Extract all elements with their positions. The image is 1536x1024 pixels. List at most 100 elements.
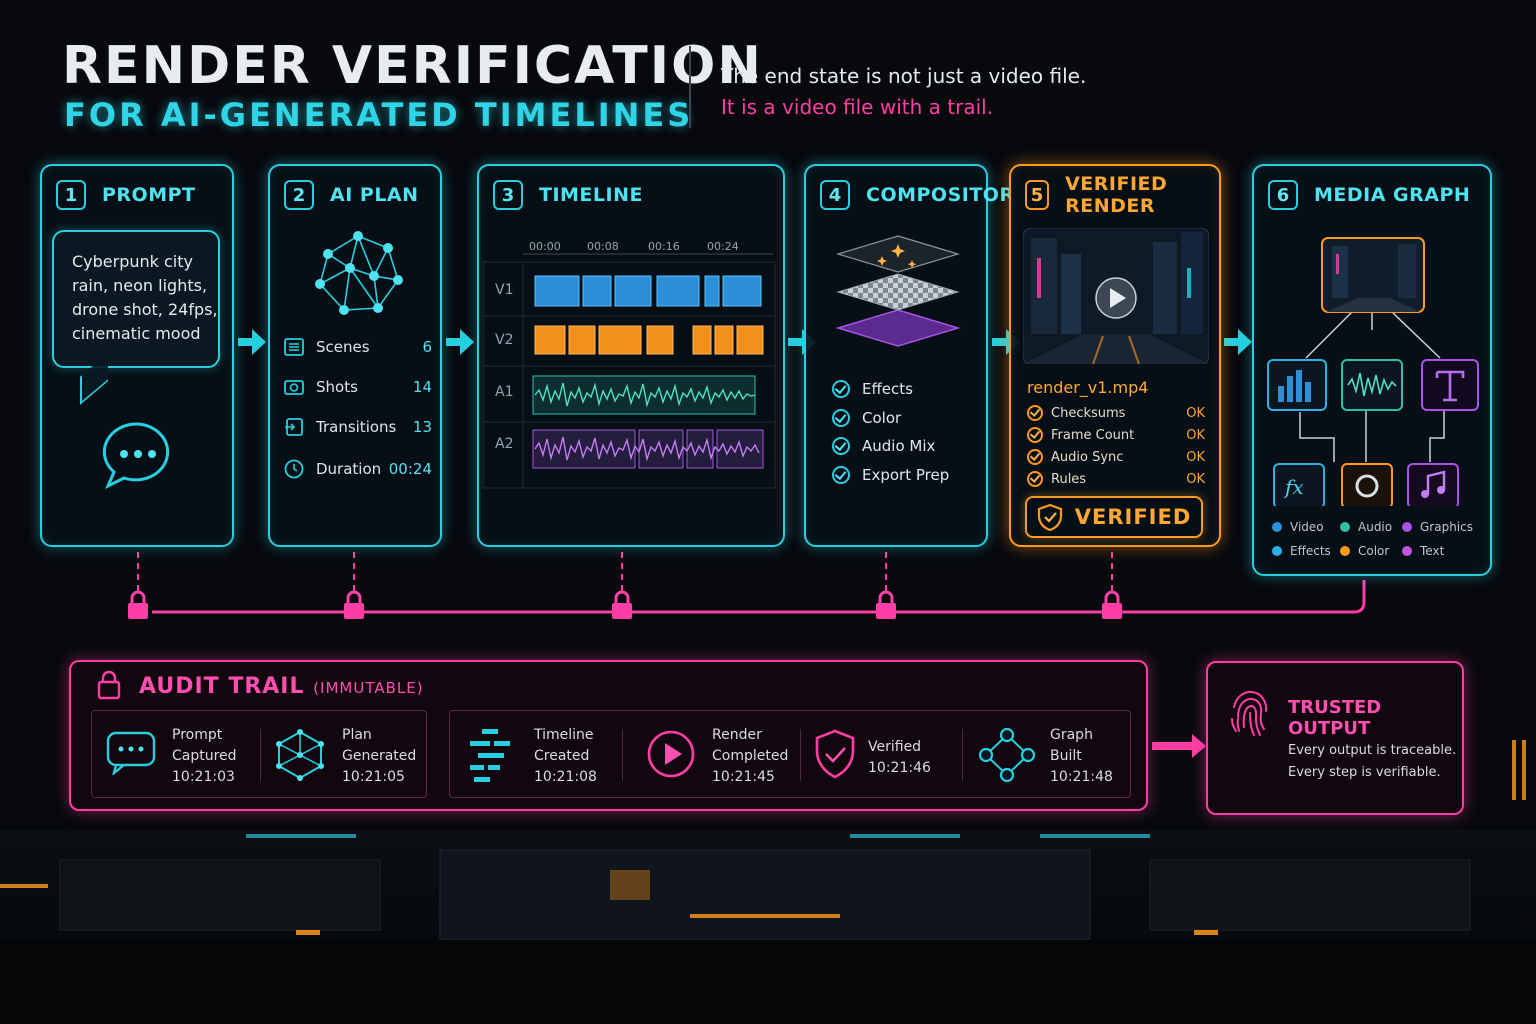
- plan-stat-transitions: Transitions 13: [284, 415, 432, 439]
- list-icon: [284, 338, 304, 356]
- shield-check-icon: [1037, 503, 1062, 531]
- title-divider: [689, 46, 691, 128]
- event-label: Timeline: [534, 727, 594, 743]
- timecode: 00:24: [707, 240, 739, 253]
- audit-event-verified[interactable]: Verified 10:21:46: [800, 711, 960, 799]
- event-separator: [622, 729, 623, 781]
- play-circle-icon: [647, 730, 695, 778]
- step-title: MEDIA GRAPH: [1314, 184, 1471, 206]
- clock-icon: [284, 459, 304, 479]
- check-icon: [1027, 427, 1043, 443]
- transition-icon: [285, 418, 303, 436]
- fingerprint-icon: [1231, 690, 1268, 736]
- audit-group-planning: Prompt Captured 10:21:03 Plan Generated …: [91, 710, 427, 798]
- tagline-accent: It is a video file with a trail.: [721, 95, 994, 119]
- v2-clips: [534, 325, 764, 355]
- event-label: Render: [712, 727, 762, 743]
- camera-icon: [284, 380, 304, 395]
- legend-swatch: [1402, 522, 1412, 532]
- step-title: VERIFIED RENDER: [1065, 173, 1168, 217]
- layers-icon: [835, 235, 961, 347]
- a1-waveform: [534, 382, 756, 408]
- a1-clip: [532, 375, 756, 415]
- shield-check-icon: [815, 729, 855, 779]
- verified-badge[interactable]: VERIFIED: [1025, 496, 1203, 538]
- event-timestamp: 10:21:03: [172, 769, 235, 785]
- prompt-bubble: [52, 230, 220, 368]
- step-compositor-panel[interactable]: 4 COMPOSITOR Effects Color Audio Mix Exp…: [804, 164, 1014, 547]
- media-graph-diagram[interactable]: fx: [1254, 226, 1490, 506]
- track-label-a2: A2: [495, 436, 514, 452]
- event-label: Completed: [712, 748, 789, 764]
- prompt-text: Cyberpunk city rain, neon lights, drone …: [72, 250, 222, 346]
- audit-event-render[interactable]: Render Completed 10:21:45: [622, 711, 798, 799]
- tagline-primary: The end state is not just a video file.: [721, 64, 1087, 88]
- legend-swatch: [1340, 546, 1350, 556]
- audit-event-prompt[interactable]: Prompt Captured 10:21:03: [92, 711, 260, 799]
- step-title: AI PLAN: [330, 184, 419, 206]
- step-title: COMPOSITOR: [866, 184, 1015, 206]
- chat-bubble-icon: [102, 422, 170, 490]
- render-preview-thumbnail[interactable]: [1023, 228, 1209, 364]
- graph-nodes-icon: [978, 727, 1036, 783]
- event-label: Graph: [1050, 727, 1093, 743]
- plan-stat-scenes: Scenes 6: [284, 335, 432, 359]
- audit-qualifier: (IMMUTABLE): [313, 679, 424, 697]
- step-title: TIMELINE: [539, 184, 643, 206]
- prompt-line: drone shot, 24fps,: [72, 300, 218, 319]
- audit-event-graph[interactable]: Graph Built 10:21:48: [962, 711, 1130, 799]
- legend-video: Video: [1272, 520, 1324, 534]
- trusted-output-panel[interactable]: TRUSTED OUTPUT Every output is traceable…: [1206, 661, 1464, 815]
- check-icon: [832, 466, 850, 484]
- step-timeline-panel[interactable]: 3 TIMELINE 00:00 00:08 00:16 00:24 V1: [477, 164, 785, 547]
- legend-swatch: [1402, 546, 1412, 556]
- legend-swatch: [1340, 522, 1350, 532]
- step-number: 4: [820, 180, 850, 210]
- trusted-line: Every step is verifiable.: [1288, 765, 1441, 780]
- timeline-bars-icon: [470, 729, 510, 782]
- timecode: 00:08: [587, 240, 619, 253]
- step-number: 5: [1025, 180, 1050, 210]
- neural-network-icon: [315, 231, 403, 315]
- event-label: Plan: [342, 727, 372, 743]
- check-icon: [832, 437, 850, 455]
- step-ai-plan-panel[interactable]: 2 AI PLAN Scenes 6 Shots 14 Transitions …: [268, 164, 442, 547]
- v1-clips: [534, 275, 762, 307]
- compositor-check-export-prep: Export Prep: [832, 464, 949, 486]
- prompt-line: rain, neon lights,: [72, 276, 208, 295]
- step-media-graph-panel[interactable]: 6 MEDIA GRAPH fx Video Audio Graphics Ef…: [1252, 164, 1492, 576]
- color-ring-icon: [1355, 474, 1379, 498]
- step-prompt-panel[interactable]: 1 PROMPT Cyberpunk city rain, neon light…: [40, 164, 234, 547]
- timecode: 00:00: [529, 240, 561, 253]
- audit-event-plan[interactable]: Plan Generated 10:21:05: [260, 711, 428, 799]
- prompt-line: cinematic mood: [72, 324, 201, 343]
- timecode: 00:16: [648, 240, 680, 253]
- event-label: Captured: [172, 748, 237, 764]
- network-cube-icon: [276, 729, 324, 781]
- check-icon: [832, 380, 850, 398]
- compositor-check-color: Color: [832, 407, 901, 429]
- play-icon: [1110, 288, 1126, 308]
- event-separator: [962, 729, 963, 781]
- step-number: 1: [56, 180, 86, 210]
- page-subtitle: FOR AI-GENERATED TIMELINES: [64, 96, 694, 134]
- compositor-check-effects: Effects: [832, 378, 913, 400]
- step-verified-render-panel[interactable]: 5 VERIFIED RENDER render_v1.mp4 Checksum…: [1009, 164, 1221, 547]
- event-separator: [800, 729, 801, 781]
- page-title: RENDER VERIFICATION: [62, 36, 763, 96]
- audit-trail-panel[interactable]: AUDIT TRAIL (IMMUTABLE) Prompt Captured …: [69, 660, 1148, 811]
- graph-node-color: [1341, 463, 1393, 506]
- music-note-icon: [1426, 470, 1446, 494]
- chat-bubble-icon: [106, 731, 156, 775]
- legend-audio: Audio: [1340, 520, 1392, 534]
- a2-clips: [532, 429, 764, 469]
- step-title: PROMPT: [102, 184, 196, 206]
- audit-event-timeline[interactable]: Timeline Created 10:21:08: [450, 711, 620, 799]
- plan-stat-duration: Duration 00:24: [284, 457, 432, 481]
- graph-node-effects: [1273, 463, 1325, 506]
- timeline-tracks[interactable]: [479, 252, 785, 492]
- text-t-icon: [1435, 370, 1465, 402]
- legend-color: Color: [1340, 544, 1389, 558]
- trusted-line: Every output is traceable.: [1288, 743, 1457, 758]
